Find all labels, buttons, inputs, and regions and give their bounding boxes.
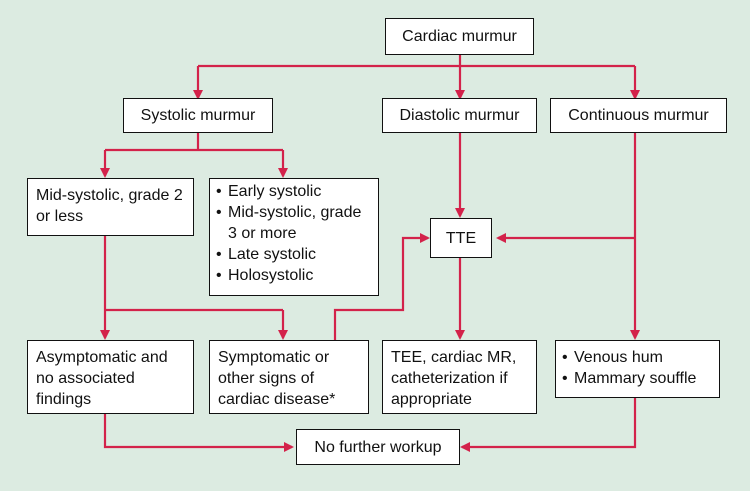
systolic-type-item: Late systolic xyxy=(216,244,374,265)
arrow-asymptomatic-to-no-further-workup xyxy=(103,414,294,452)
cardiac-murmur-box: Cardiac murmur xyxy=(385,18,534,55)
tee-box: TEE, cardiac MR, catheterization if appr… xyxy=(382,340,537,414)
continuous-types-box: Venous hum Mammary souffle xyxy=(555,340,720,398)
arrow-continuous-types-to-no-further-workup xyxy=(460,398,637,452)
systolic-types-list: Early systolic Mid-systolic, grade 3 or … xyxy=(216,181,374,286)
continuous-type-item: Venous hum xyxy=(562,347,715,368)
systolic-type-item: Holosystolic xyxy=(216,265,374,286)
tte-box: TTE xyxy=(430,218,492,258)
connector-mid-systolic-down xyxy=(103,236,283,312)
systolic-type-item: Early systolic xyxy=(216,181,374,202)
connector-cardiac-to-branches xyxy=(198,55,635,68)
connector-systolic-split xyxy=(105,133,283,152)
no-further-workup-box: No further workup xyxy=(296,429,460,465)
continuous-murmur-box: Continuous murmur xyxy=(550,98,727,133)
systolic-type-item: Mid-systolic, grade 3 or more xyxy=(216,202,374,244)
arrow-symptomatic-to-tte xyxy=(333,233,430,340)
asymptomatic-box: Asymptomatic and no associated findings xyxy=(27,340,194,414)
diastolic-murmur-box: Diastolic murmur xyxy=(382,98,537,133)
systolic-murmur-box: Systolic murmur xyxy=(123,98,273,133)
systolic-types-box: Early systolic Mid-systolic, grade 3 or … xyxy=(209,178,379,296)
mid-systolic-grade2-box: Mid-systolic, grade 2 or less xyxy=(27,178,194,236)
continuous-type-item: Mammary souffle xyxy=(562,368,715,389)
symptomatic-box: Symptomatic or other signs of cardiac di… xyxy=(209,340,369,414)
continuous-types-list: Venous hum Mammary souffle xyxy=(562,347,715,389)
